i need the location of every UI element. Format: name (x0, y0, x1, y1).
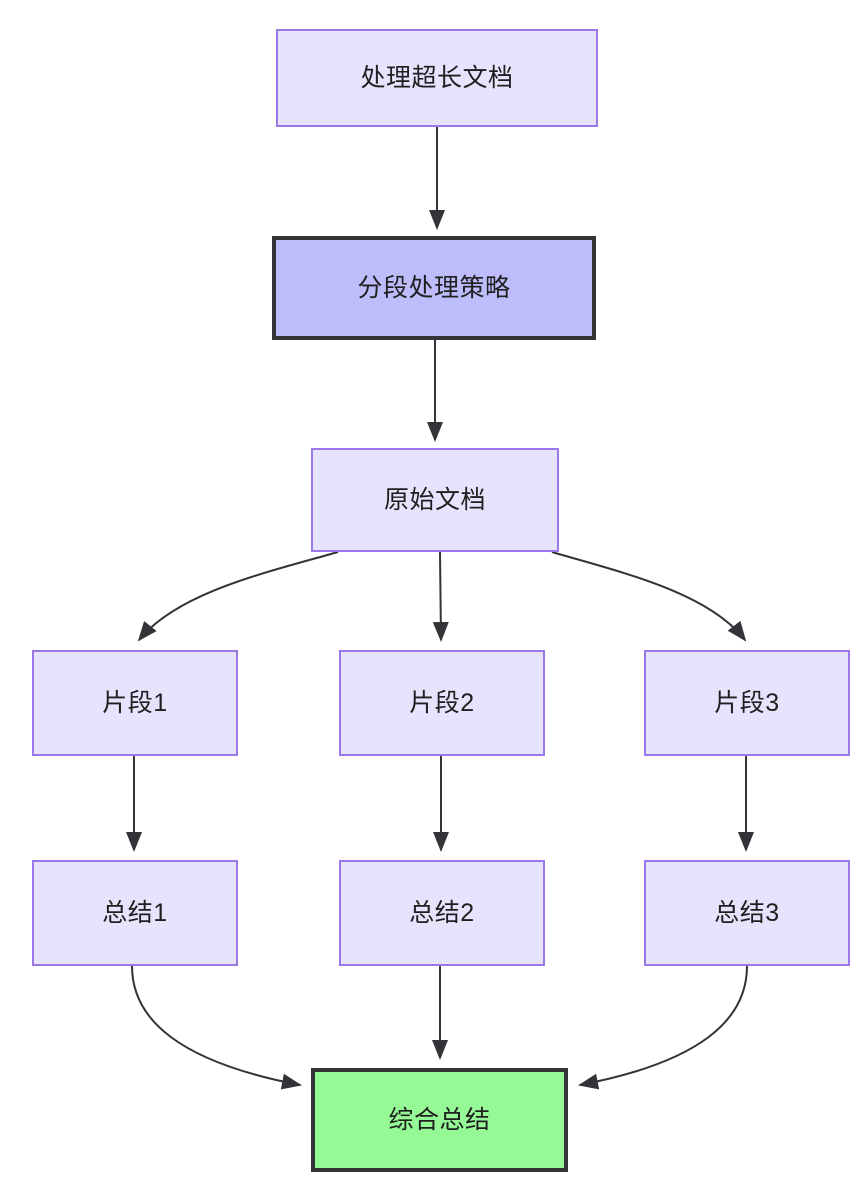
edge-n3-n6 (551, 551, 747, 642)
node-label: 处理超长文档 (360, 64, 514, 92)
node-label: 原始文档 (383, 486, 486, 514)
node-summary-1[interactable]: 总结1 (32, 860, 238, 966)
node-fragment-1[interactable]: 片段1 (32, 650, 238, 756)
node-label: 分段处理策略 (357, 274, 511, 302)
edge-n7-n10 (131, 965, 302, 1090)
node-label: 片段3 (714, 689, 780, 717)
node-label: 综合总结 (388, 1106, 491, 1134)
node-chunking-strategy[interactable]: 分段处理策略 (272, 236, 596, 340)
node-final-summary[interactable]: 综合总结 (311, 1068, 568, 1172)
node-fragment-2[interactable]: 片段2 (339, 650, 545, 756)
node-label: 总结2 (409, 899, 475, 927)
node-label: 总结1 (102, 899, 168, 927)
node-label: 片段2 (409, 689, 475, 717)
node-process-long-document[interactable]: 处理超长文档 (276, 29, 598, 127)
node-fragment-3[interactable]: 片段3 (644, 650, 850, 756)
edge-n9-n10 (578, 965, 748, 1090)
edge-n3-n5 (432, 551, 449, 642)
edge-n3-n4 (137, 551, 339, 642)
node-summary-2[interactable]: 总结2 (339, 860, 545, 966)
node-summary-3[interactable]: 总结3 (644, 860, 850, 966)
node-label: 片段1 (102, 689, 168, 717)
node-source-document[interactable]: 原始文档 (311, 448, 559, 552)
node-label: 总结3 (714, 899, 780, 927)
